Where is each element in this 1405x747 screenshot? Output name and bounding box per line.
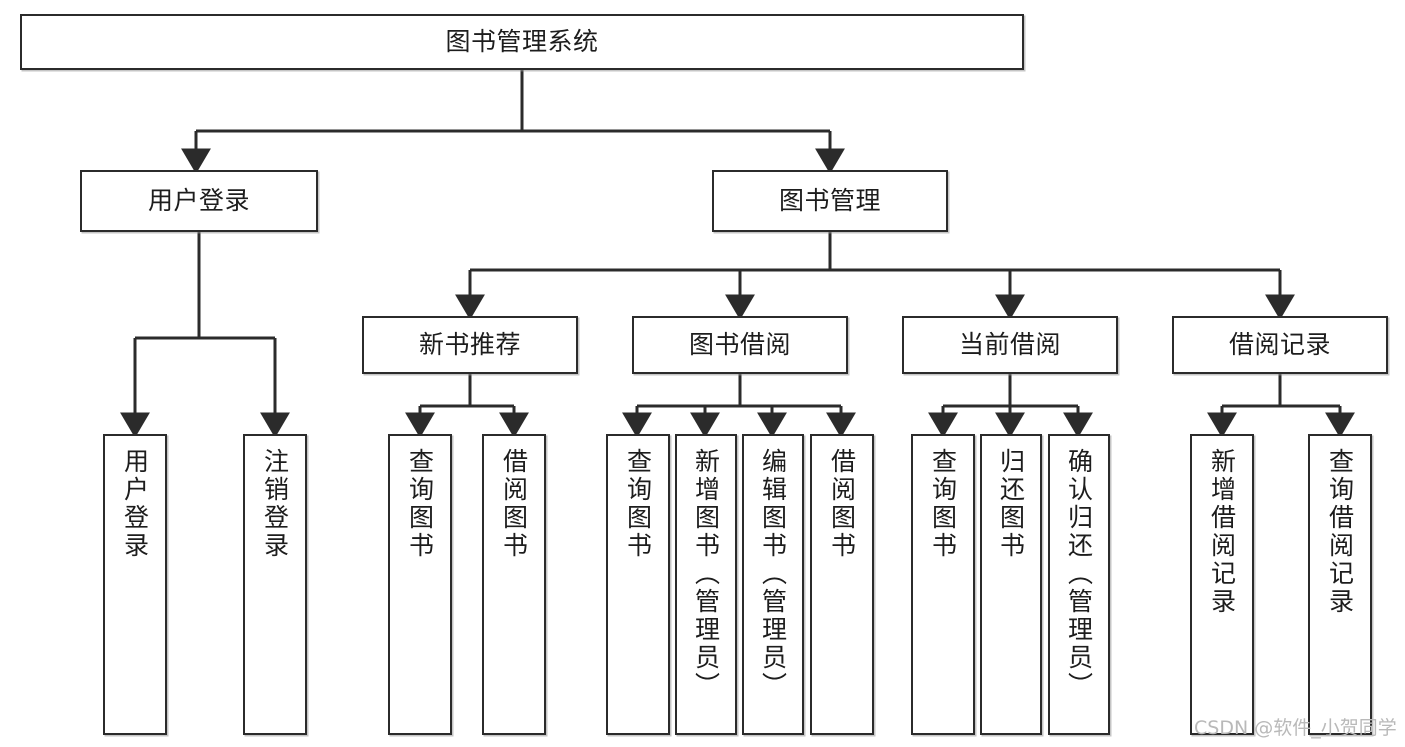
- node-leaf-query-book-recommend-label: 查询图书: [405, 448, 435, 560]
- node-book-manage[interactable]: 图书管理: [712, 170, 948, 232]
- node-leaf-add-borrow-record-label: 新增借阅记录: [1207, 448, 1237, 616]
- node-leaf-query-borrow-record[interactable]: 查询借阅记录: [1308, 434, 1372, 735]
- node-user-login-label: 用户登录: [147, 186, 250, 216]
- node-root[interactable]: 图书管理系统: [20, 14, 1024, 70]
- node-leaf-borrow-book-label: 借阅图书: [827, 448, 857, 560]
- node-root-label: 图书管理系统: [445, 27, 599, 57]
- node-leaf-return-book[interactable]: 归还图书: [980, 434, 1042, 735]
- node-leaf-logout-label: 注销登录: [260, 448, 290, 560]
- node-leaf-borrow-book[interactable]: 借阅图书: [810, 434, 874, 735]
- node-leaf-edit-book[interactable]: 编辑图书（管理员）: [742, 434, 804, 735]
- node-leaf-query-book-current[interactable]: 查询图书: [911, 434, 975, 735]
- node-book-borrow-label: 图书借阅: [688, 330, 791, 360]
- node-leaf-logout[interactable]: 注销登录: [243, 434, 307, 735]
- node-book-manage-label: 图书管理: [778, 186, 881, 216]
- node-leaf-return-book-label: 归还图书: [996, 448, 1026, 560]
- node-leaf-borrow-book-recommend[interactable]: 借阅图书: [482, 434, 546, 735]
- node-leaf-query-book-current-label: 查询图书: [928, 448, 958, 560]
- node-leaf-query-book-borrow[interactable]: 查询图书: [606, 434, 670, 735]
- node-borrow-record[interactable]: 借阅记录: [1172, 316, 1388, 374]
- node-leaf-edit-book-label: 编辑图书（管理员）: [758, 448, 788, 700]
- node-leaf-borrow-book-recommend-label: 借阅图书: [499, 448, 529, 560]
- node-leaf-query-book-recommend[interactable]: 查询图书: [388, 434, 452, 735]
- node-new-book-recommend-label: 新书推荐: [418, 330, 521, 360]
- node-leaf-user-login[interactable]: 用户登录: [103, 434, 167, 735]
- node-borrow-record-label: 借阅记录: [1228, 330, 1331, 360]
- node-leaf-confirm-return-label: 确认归还（管理员）: [1064, 448, 1094, 700]
- node-leaf-user-login-label: 用户登录: [120, 448, 150, 560]
- node-book-borrow[interactable]: 图书借阅: [632, 316, 848, 374]
- node-user-login[interactable]: 用户登录: [80, 170, 318, 232]
- node-new-book-recommend[interactable]: 新书推荐: [362, 316, 578, 374]
- node-leaf-query-book-borrow-label: 查询图书: [623, 448, 653, 560]
- node-leaf-query-borrow-record-label: 查询借阅记录: [1325, 448, 1355, 616]
- node-current-borrow[interactable]: 当前借阅: [902, 316, 1118, 374]
- node-leaf-add-book[interactable]: 新增图书（管理员）: [675, 434, 737, 735]
- csdn-watermark: CSDN @软件_小贺同学: [1194, 717, 1397, 739]
- node-leaf-add-borrow-record[interactable]: 新增借阅记录: [1190, 434, 1254, 735]
- node-leaf-add-book-label: 新增图书（管理员）: [691, 448, 721, 700]
- node-current-borrow-label: 当前借阅: [958, 330, 1061, 360]
- node-leaf-confirm-return[interactable]: 确认归还（管理员）: [1048, 434, 1110, 735]
